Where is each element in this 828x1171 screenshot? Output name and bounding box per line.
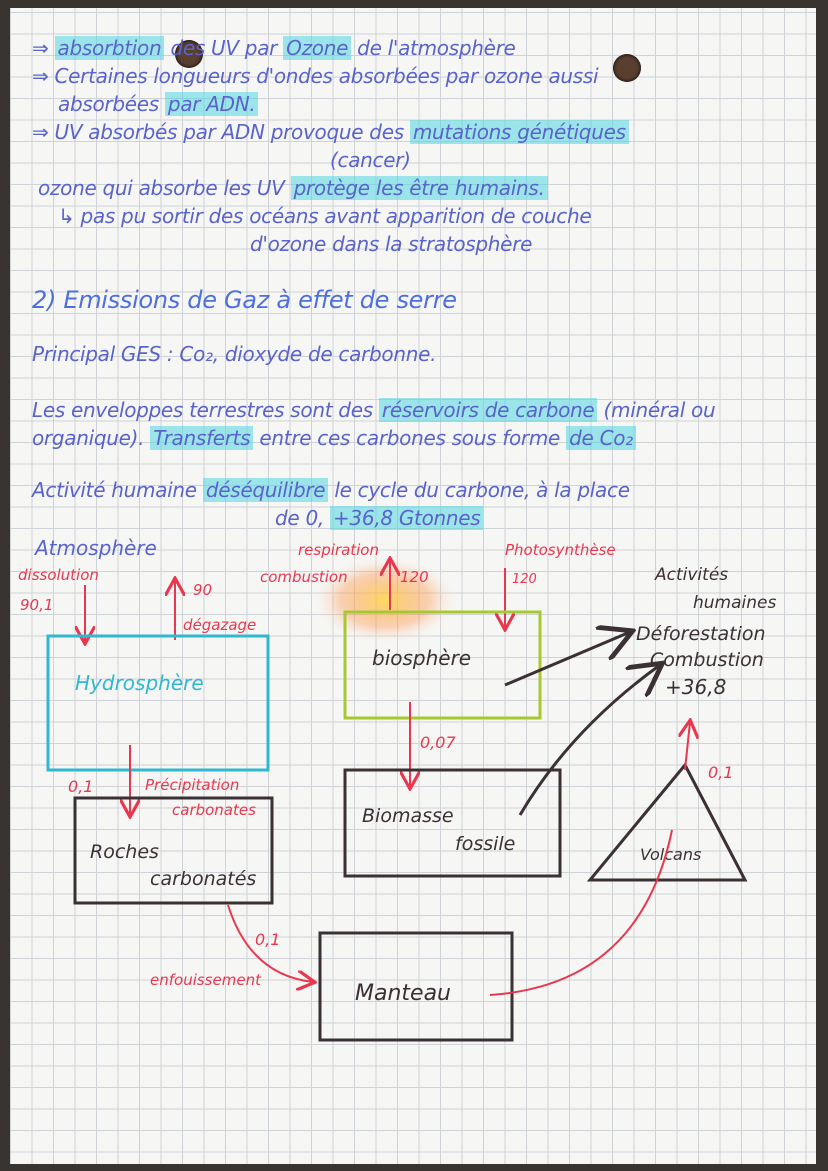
arrow-manteau-volcans bbox=[489, 829, 673, 996]
note-line: ↳ pas pu sortir des océans avant apparit… bbox=[58, 204, 592, 228]
arrow-biosphere-activities bbox=[504, 632, 630, 687]
arrow-fossil-activities bbox=[518, 665, 660, 816]
label-activites: Activités bbox=[654, 565, 728, 585]
label-carbonates: carbonates bbox=[172, 801, 256, 819]
label-volcans: Volcans bbox=[640, 845, 701, 864]
note-line: de 0, +36,8 Gtonnes bbox=[275, 506, 484, 530]
value-photosynthese: 120 bbox=[512, 572, 537, 587]
note-line: ⇒ absorbtion des UV par Ozone de l'atmos… bbox=[32, 36, 516, 60]
box-manteau bbox=[318, 931, 514, 1042]
box-biomasse-fossile bbox=[343, 768, 562, 878]
label-fossile: fossile bbox=[455, 833, 515, 855]
label-biosphere: biosphère bbox=[372, 646, 471, 670]
punch-hole bbox=[175, 40, 203, 68]
label-roches: Roches bbox=[90, 841, 159, 863]
note-line: absorbées par ADN. bbox=[58, 92, 259, 116]
value-degazage: 90 bbox=[193, 581, 212, 599]
value-enfouissement: 0,1 bbox=[255, 930, 280, 949]
label-manteau: Manteau bbox=[355, 981, 451, 1006]
note-line: organique). Transferts entre ces carbone… bbox=[32, 426, 636, 450]
box-hydrosphere bbox=[46, 634, 270, 772]
value-precipitation: 0,1 bbox=[68, 777, 93, 796]
label-respiration: respiration bbox=[298, 541, 379, 559]
label-humaines: humaines bbox=[693, 593, 776, 613]
box-biosphere bbox=[343, 610, 542, 720]
label-combustion-human: Combustion bbox=[650, 649, 764, 671]
value-human: +36,8 bbox=[665, 675, 726, 699]
label-atmosphere: Atmosphère bbox=[33, 536, 157, 560]
box-roches bbox=[73, 796, 274, 905]
note-line: ⇒ Certaines longueurs d'ondes absorbées … bbox=[32, 64, 599, 88]
note-line: ozone qui absorbe les UV protège les êtr… bbox=[38, 176, 548, 200]
label-deforestation: Déforestation bbox=[636, 623, 766, 645]
label-biomasse: Biomasse bbox=[362, 805, 454, 827]
label-hydrosphere: Hydrosphère bbox=[75, 671, 204, 695]
note-line: Principal GES : Co₂, dioxyde de carbonne… bbox=[32, 342, 437, 366]
arrow-enfouissement bbox=[227, 904, 313, 982]
value-respiration: 120 bbox=[400, 568, 429, 586]
note-line: Activité humaine déséquilibre le cycle d… bbox=[32, 478, 630, 502]
value-volcans: 0,1 bbox=[708, 763, 733, 782]
punch-hole bbox=[613, 54, 641, 82]
label-carbonates-roches: carbonatés bbox=[150, 868, 256, 890]
note-line: Les enveloppes terrestres sont des réser… bbox=[32, 398, 716, 422]
highlight-smudge bbox=[310, 555, 460, 645]
label-degazage: dégazage bbox=[183, 616, 256, 634]
label-enfouissement: enfouissement bbox=[150, 971, 262, 989]
note-line: ⇒ UV absorbés par ADN provoque des mutat… bbox=[32, 120, 629, 144]
label-dissolution: dissolution bbox=[18, 566, 99, 584]
value-fossilisation: 0,07 bbox=[420, 733, 456, 752]
triangle-volcans bbox=[586, 762, 748, 882]
note-line: (cancer) bbox=[330, 148, 411, 172]
note-line: d'ozone dans la stratosphère bbox=[250, 232, 533, 256]
section-title: 2) Emissions de Gaz à effet de serre bbox=[32, 286, 457, 314]
label-combustion: combustion bbox=[260, 568, 348, 586]
label-precipitation: Précipitation bbox=[145, 776, 239, 794]
arrow-volcan-emission bbox=[685, 722, 690, 771]
label-photosynthese: Photosynthèse bbox=[505, 541, 616, 559]
value-dissolution: 90,1 bbox=[20, 596, 53, 614]
